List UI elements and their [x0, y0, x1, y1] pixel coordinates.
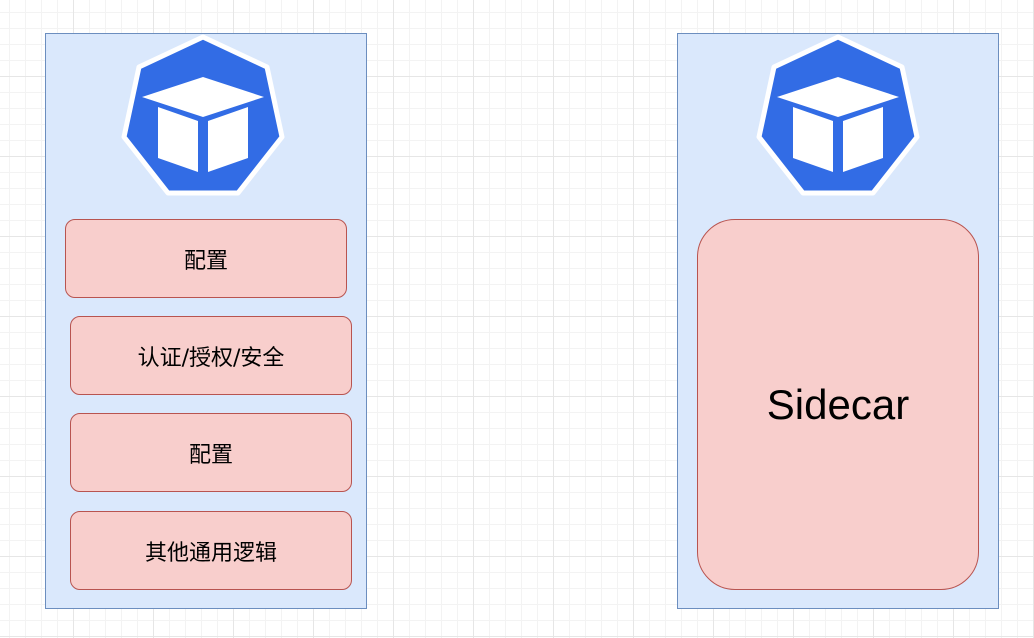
- sidecar-label: Sidecar: [766, 380, 910, 428]
- common-logic-box-label: 其他通用逻辑: [144, 540, 277, 566]
- config-box-2-label: 配置: [188, 442, 233, 468]
- common-logic-box[interactable]: 其他通用逻辑: [70, 511, 352, 590]
- kubernetes-pod-icon: [756, 34, 920, 196]
- kubernetes-pod-icon: [121, 34, 285, 196]
- config-box-1-label: 配置: [183, 248, 228, 274]
- config-box-2[interactable]: 配置: [70, 413, 352, 492]
- config-box-1[interactable]: 配置: [65, 219, 347, 298]
- auth-security-box-label: 认证/授权/安全: [137, 345, 285, 371]
- auth-security-box[interactable]: 认证/授权/安全: [70, 316, 352, 395]
- sidecar-box[interactable]: Sidecar: [697, 219, 979, 590]
